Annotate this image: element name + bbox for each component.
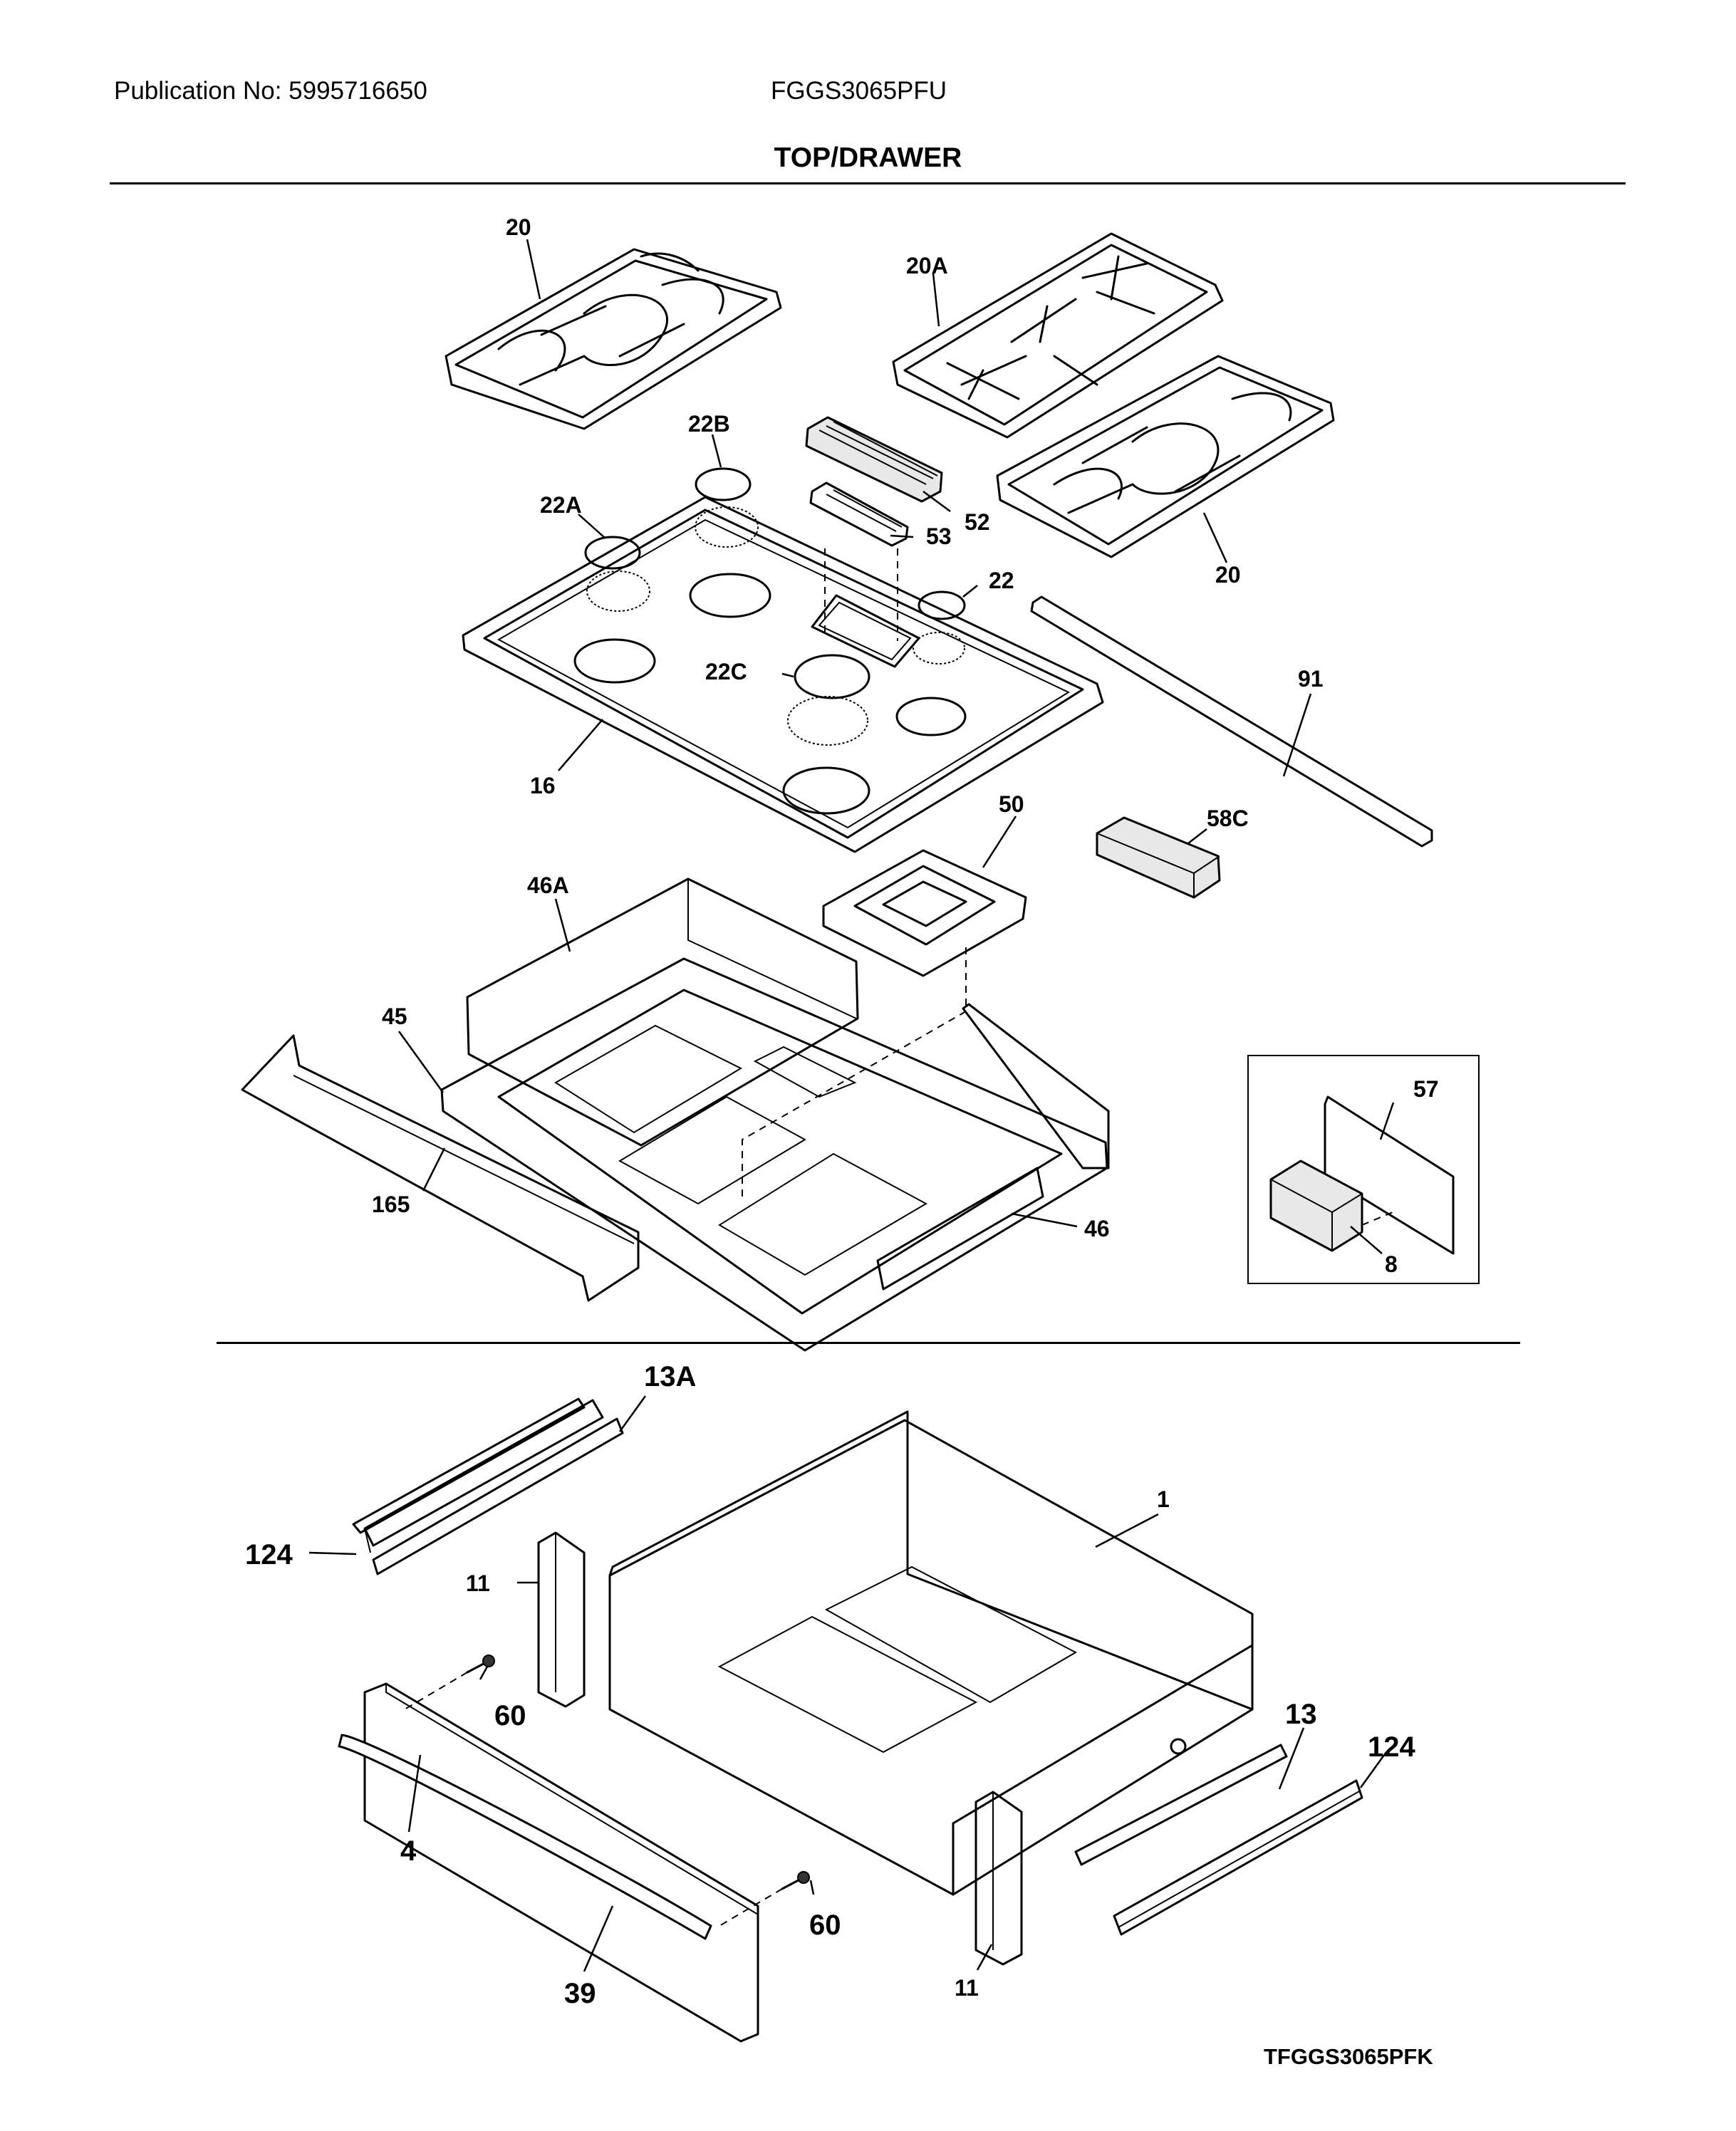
drawer-support-right: [974, 1791, 1023, 1966]
callout-91-trim: 91: [1298, 666, 1324, 692]
callout-13-slide: 13: [1285, 1699, 1317, 1730]
callout-13a-slide: 13A: [644, 1361, 696, 1392]
callout-53-griddle: 53: [926, 523, 952, 549]
drawer-front: [363, 1682, 759, 2043]
section-divider: [217, 1342, 1520, 1344]
callout-20a-grate-center: 20A: [906, 253, 948, 278]
diagram-code: TFGGS3065PFK: [1264, 2044, 1433, 2069]
callout-124-slide-right: 124: [1368, 1731, 1415, 1763]
support-rail: [241, 1034, 640, 1302]
publication-number: Publication No: 5995716650: [114, 77, 427, 105]
callout-39-handle: 39: [564, 1978, 596, 2009]
callout-52-griddle: 52: [965, 509, 990, 535]
callout-22c-cap: 22C: [705, 659, 747, 684]
callout-20-grate-right: 20: [1215, 562, 1241, 588]
grate-center: [892, 232, 1224, 439]
drawer-handle: [338, 1734, 712, 1940]
burner-cap-22b: [695, 467, 752, 501]
header-rule: [110, 182, 1626, 184]
burner-bracket: [822, 849, 1027, 977]
burner-bases: [586, 506, 965, 746]
callout-58c-foam: 58C: [1207, 806, 1249, 831]
burner-box: [440, 877, 1110, 1352]
callout-46-panel: 46: [1084, 1216, 1110, 1241]
screw-left: [404, 1655, 495, 1710]
callout-46a-panel: 46A: [527, 872, 569, 898]
callout-20-grate-left: 20: [506, 214, 531, 240]
callout-1-drawer: 1: [1157, 1486, 1170, 1512]
callout-22-cap: 22: [989, 568, 1014, 593]
cooktop: [462, 496, 1104, 853]
drawer-slide-left: [352, 1397, 624, 1575]
alignment-lines: [742, 548, 967, 1197]
drawer-support-left: [537, 1531, 586, 1708]
callout-60-screw-left: 60: [494, 1700, 526, 1731]
model-number: FGGS3065PFU: [771, 77, 947, 105]
burner-cap-22: [918, 590, 966, 620]
burner-cap-22a: [584, 536, 641, 570]
callout-8-inset: 8: [1385, 1251, 1398, 1277]
leader-lines: [308, 239, 1395, 1972]
callout-50-bracket: 50: [999, 791, 1024, 817]
drawer-slide-right: [1074, 1744, 1363, 1936]
screw-right: [719, 1871, 810, 1927]
callout-60-screw-right: 60: [809, 1909, 841, 1941]
trim-strip: [1030, 595, 1433, 848]
callout-124-slide-left: 124: [245, 1539, 293, 1570]
inset-detail: [1247, 1055, 1480, 1284]
callout-57-inset: 57: [1413, 1076, 1439, 1102]
callout-22b-cap: 22B: [688, 411, 730, 437]
foam-block: [1096, 816, 1221, 899]
callout-165-rail: 165: [372, 1192, 410, 1217]
griddle: [805, 416, 943, 547]
burner-cap-22c: [794, 654, 870, 699]
callout-4-front: 4: [400, 1835, 417, 1867]
callout-22a-cap: 22A: [540, 492, 582, 518]
callout-11-support-left: 11: [466, 1570, 490, 1596]
callout-11-support-right: 11: [955, 1975, 979, 2001]
grate-left: [445, 248, 782, 430]
drawer-box: [608, 1410, 1254, 1896]
callout-16-cooktop: 16: [530, 773, 556, 798]
callout-45-base: 45: [382, 1004, 407, 1029]
grate-right: [996, 355, 1335, 558]
section-title: TOP/DRAWER: [774, 142, 962, 173]
